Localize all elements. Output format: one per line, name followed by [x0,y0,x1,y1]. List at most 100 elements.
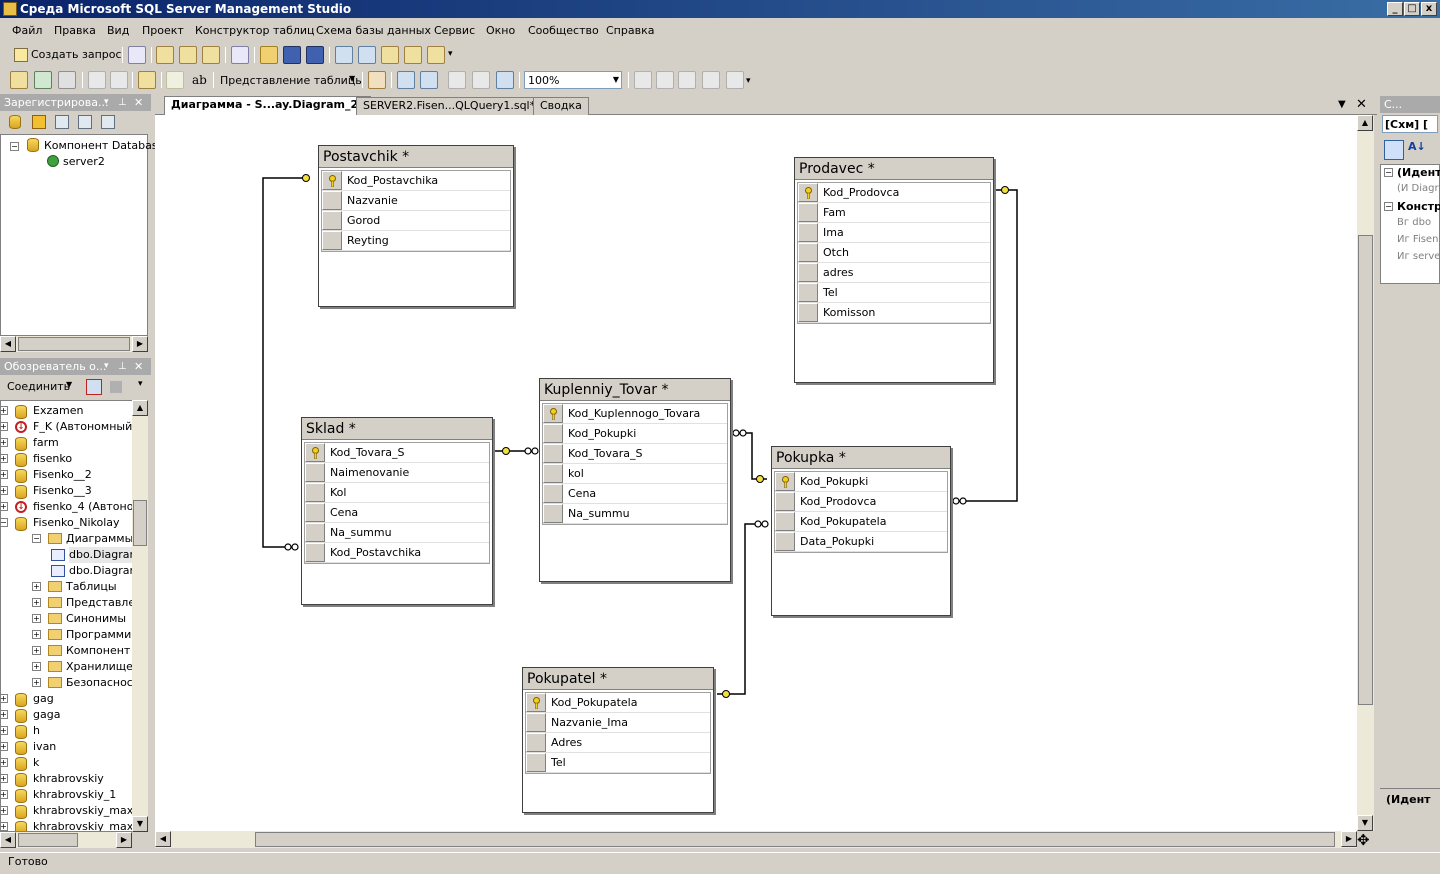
row-selector[interactable] [543,484,563,503]
menu-file[interactable]: Файл [12,24,43,37]
table-column-row[interactable]: Na_summu [543,504,727,524]
expander-icon[interactable]: + [32,646,41,655]
integration-services-icon[interactable] [101,115,115,129]
tree-item[interactable]: +Компонент Serv [1,643,132,659]
expander-icon[interactable]: + [0,710,8,719]
show-relationship-labels-icon[interactable] [634,71,652,89]
table-column-row[interactable]: Fam [798,203,990,223]
manage-indexes-icon[interactable] [420,71,438,89]
add-related-icon[interactable] [58,71,76,89]
new-query-button[interactable]: Создать запрос [31,48,122,61]
menu-tools[interactable]: Сервис [434,24,476,37]
tree-item[interactable]: +↓F_K (Автономный) [1,419,132,435]
arrange-tables-icon[interactable] [472,71,490,89]
row-selector[interactable] [775,512,795,531]
properties-window-icon[interactable] [404,46,422,64]
tree-item[interactable]: +ivan [1,739,132,755]
table-column-row[interactable]: Reyting [322,231,510,251]
expander-icon[interactable]: + [0,438,8,447]
row-selector[interactable] [305,483,325,502]
expander-icon[interactable]: + [0,422,8,431]
scroll-thumb[interactable] [133,500,147,546]
tree-item[interactable]: +Программирова [1,627,132,643]
table-column-row[interactable]: kol [543,464,727,484]
tree-item[interactable]: +khrabrovskiy_maxim [1,803,132,819]
toolbar-overflow-icon[interactable]: ▾ [138,379,143,389]
analysis-services-icon[interactable] [32,115,46,129]
scroll-thumb[interactable] [255,832,1335,847]
scroll-down-icon[interactable]: ▼ [132,816,148,832]
canvas-vscroll[interactable]: ▲ ▼ [1357,115,1374,831]
table-column-row[interactable]: Kod_Postavchika [305,543,489,563]
zoom-chevron-down-icon[interactable]: ▼ [612,75,619,84]
categorized-icon[interactable] [1384,140,1404,160]
generate-script-icon[interactable] [138,71,156,89]
menu-table-designer[interactable]: Конструктор таблиц [195,24,315,37]
panel-dropdown-icon[interactable]: ▾ [104,97,109,107]
table-column-row[interactable]: Tel [798,283,990,303]
panel-dropdown-icon[interactable]: ▾ [104,361,109,371]
expander-icon[interactable]: + [0,502,8,511]
remove-table-icon[interactable] [110,71,128,89]
expander-icon[interactable]: − [1384,202,1393,211]
disconnect-icon[interactable] [86,379,102,395]
delete-table-icon[interactable] [88,71,106,89]
pan-move-icon[interactable]: ✥ [1357,831,1370,849]
expander-icon[interactable]: + [0,726,8,735]
row-selector[interactable] [798,223,818,242]
registered-servers-hscroll[interactable]: ◀ ▶ [0,336,148,352]
set-primary-key-icon[interactable] [166,71,184,89]
row-selector[interactable] [526,713,546,732]
table-column-row[interactable]: Na_summu [305,523,489,543]
tree-item[interactable]: +Fisenko__3 [1,483,132,499]
table-column-row[interactable]: Kod_Pokupatela [775,512,947,532]
tab-summary[interactable]: Сводка [533,97,589,115]
row-selector[interactable] [775,472,795,491]
table-title[interactable]: Kuplenniy_Tovar * [540,379,730,401]
registered-servers-icon[interactable] [335,46,353,64]
tree-item[interactable]: +Fisenko__2 [1,467,132,483]
row-selector[interactable] [526,733,546,752]
menu-help[interactable]: Справка [606,24,655,37]
tree-item[interactable]: +Представления [1,595,132,611]
close-button[interactable]: x [1421,2,1437,16]
row-selector[interactable] [305,523,325,542]
scroll-thumb[interactable] [18,337,130,351]
expander-icon[interactable]: + [32,630,41,639]
arrange-selection-icon[interactable] [448,71,466,89]
connect-button[interactable]: Соединить [7,380,71,393]
tab-diagram[interactable]: Диаграмма - S...ay.Diagram_2* [164,96,371,116]
expander-icon[interactable]: + [0,486,8,495]
row-selector[interactable] [798,283,818,302]
table-column-row[interactable]: Otch [798,243,990,263]
row-selector[interactable] [543,504,563,523]
new-text-annotation-icon[interactable]: ab [192,73,207,87]
table-column-row[interactable]: Kod_Tovara_S [543,444,727,464]
row-selector[interactable] [543,464,563,483]
tree-item[interactable]: +gag [1,691,132,707]
scroll-right-icon[interactable]: ▶ [132,336,148,352]
object-explorer-vscroll[interactable]: ▲ ▼ [132,400,148,832]
table-column-row[interactable]: Kod_Kuplennogo_Tovara [543,404,727,424]
table-column-row[interactable]: adres [798,263,990,283]
open-file-icon[interactable] [260,46,278,64]
stop-icon[interactable] [110,381,122,393]
tree-item-server2[interactable]: server2 [63,155,105,168]
expander-icon[interactable]: + [32,582,41,591]
row-selector[interactable] [798,263,818,282]
row-selector[interactable] [322,211,342,230]
db-engine-type-icon[interactable] [9,115,21,129]
maximize-button[interactable]: □ [1404,2,1420,16]
expander-icon[interactable]: + [0,822,8,831]
row-selector[interactable] [322,171,342,190]
autosize-tables-icon[interactable] [496,71,514,89]
row-selector[interactable] [543,444,563,463]
row-selector[interactable] [305,463,325,482]
pin-icon[interactable]: ⊥ [118,97,127,108]
menu-window[interactable]: Окно [486,24,516,37]
tree-item[interactable]: +farm [1,435,132,451]
panel-close-icon[interactable]: ✕ [134,96,144,109]
new-table-icon[interactable] [34,71,52,89]
